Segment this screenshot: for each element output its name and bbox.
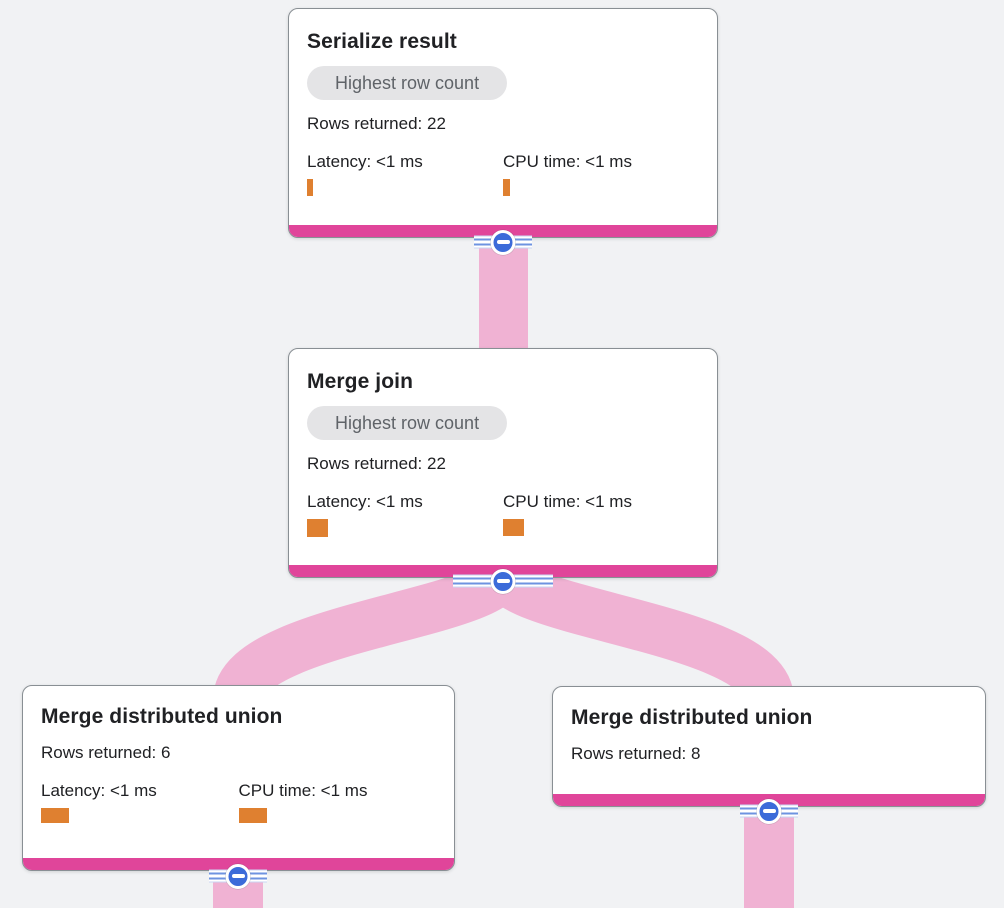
- cpu-time-bar: [503, 519, 524, 536]
- node-title: Merge distributed union: [571, 706, 813, 729]
- minus-icon: [762, 809, 776, 813]
- plan-node-merge-distributed-union-right[interactable]: Merge distributed union Rows returned: 8: [552, 686, 986, 807]
- latency-bar: [307, 519, 328, 537]
- latency-label: Latency: <1 ms: [307, 492, 423, 511]
- cpu-time-bar: [238, 808, 267, 823]
- metrics-row: Latency: <1 ms CPU time: <1 ms: [307, 150, 699, 196]
- minus-circle-icon: [225, 863, 251, 889]
- minus-icon: [496, 240, 510, 244]
- cpu-time-label: CPU time: <1 ms: [238, 781, 368, 800]
- minus-circle-icon: [490, 229, 516, 255]
- cpu-time-metric: CPU time: <1 ms: [238, 779, 420, 823]
- plan-node-merge-distributed-union-left[interactable]: Merge distributed union Rows returned: 6…: [22, 685, 455, 871]
- cpu-time-label: CPU time: <1 ms: [503, 492, 632, 511]
- latency-label: Latency: <1 ms: [41, 781, 157, 800]
- node-title: Merge distributed union: [41, 705, 283, 728]
- node-title: Merge join: [307, 370, 414, 393]
- rows-returned-text: Rows returned: 6: [41, 743, 171, 762]
- cpu-time-metric: CPU time: <1 ms: [503, 150, 682, 196]
- cpu-time-label: CPU time: <1 ms: [503, 152, 632, 171]
- latency-metric: Latency: <1 ms: [307, 490, 486, 537]
- rows-returned-text: Rows returned: 22: [307, 454, 446, 473]
- latency-label: Latency: <1 ms: [307, 152, 423, 171]
- latency-metric: Latency: <1 ms: [307, 150, 486, 196]
- plan-node-merge-join[interactable]: Merge join Highest row count Rows return…: [288, 348, 718, 578]
- latency-bar: [307, 179, 313, 196]
- node-title: Serialize result: [307, 30, 457, 53]
- flow-edge-merge-join-to-right-union: [478, 559, 794, 705]
- cpu-time-metric: CPU time: <1 ms: [503, 490, 682, 537]
- rows-returned-text: Rows returned: 22: [307, 114, 446, 133]
- plan-node-serialize-result[interactable]: Serialize result Highest row count Rows …: [288, 8, 718, 238]
- collapse-merge-join-button[interactable]: [453, 568, 553, 594]
- metrics-row: Latency: <1 ms CPU time: <1 ms: [307, 490, 699, 537]
- collapse-right-union-button[interactable]: [740, 798, 798, 824]
- minus-icon: [231, 874, 245, 878]
- minus-circle-icon: [490, 568, 516, 594]
- minus-circle-icon: [756, 798, 782, 824]
- rows-returned-text: Rows returned: 8: [571, 744, 701, 763]
- minus-icon: [496, 579, 510, 583]
- collapse-left-union-button[interactable]: [209, 863, 267, 889]
- highest-row-count-badge: Highest row count: [307, 66, 508, 100]
- highest-row-count-badge: Highest row count: [307, 406, 508, 440]
- metrics-row: Latency: <1 ms CPU time: <1 ms: [41, 779, 436, 823]
- latency-bar: [41, 808, 69, 823]
- collapse-serialize-result-button[interactable]: [474, 229, 532, 255]
- cpu-time-bar: [503, 179, 510, 196]
- flow-edge-merge-join-to-left-union: [213, 559, 528, 705]
- latency-metric: Latency: <1 ms: [41, 779, 222, 823]
